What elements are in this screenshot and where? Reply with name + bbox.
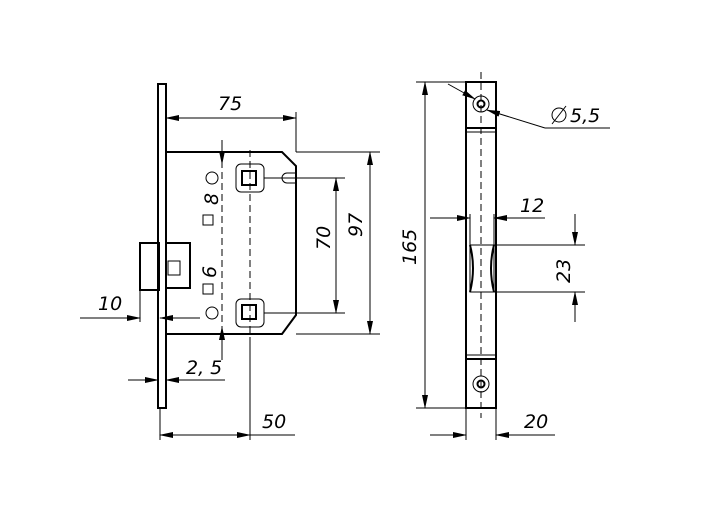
dim-8: 8 xyxy=(201,193,223,205)
dim-97: 97 xyxy=(345,213,367,237)
square-symbol-top xyxy=(202,214,214,226)
spindle-hub-bottom xyxy=(235,298,265,328)
dim-70: 70 xyxy=(313,226,335,250)
faceplate-front-view xyxy=(416,72,610,440)
lock-side-view xyxy=(80,83,380,440)
latch-bolt xyxy=(139,242,160,291)
dim-20: 20 xyxy=(524,411,548,433)
square-symbol-bottom xyxy=(202,283,214,295)
dim-165: 165 xyxy=(399,229,421,265)
spindle-square-8 xyxy=(241,170,257,186)
dim-23: 23 xyxy=(553,259,575,283)
diameter-symbol-icon xyxy=(551,105,567,125)
dim-12: 12 xyxy=(520,195,544,217)
latch-spring xyxy=(167,260,181,276)
dim-75: 75 xyxy=(218,93,242,115)
dim-diameter: 5,5 xyxy=(570,105,600,127)
screw-hole-bottom xyxy=(205,306,219,320)
latch-housing xyxy=(166,242,191,289)
dim-10: 10 xyxy=(98,293,122,315)
spindle-square-6 xyxy=(241,304,257,320)
screw-hole-top xyxy=(205,171,219,185)
dim-6: 6 xyxy=(199,266,221,278)
dim-50: 50 xyxy=(262,411,286,433)
dim-2-5: 2, 5 xyxy=(186,357,222,379)
lock-body xyxy=(166,151,297,335)
